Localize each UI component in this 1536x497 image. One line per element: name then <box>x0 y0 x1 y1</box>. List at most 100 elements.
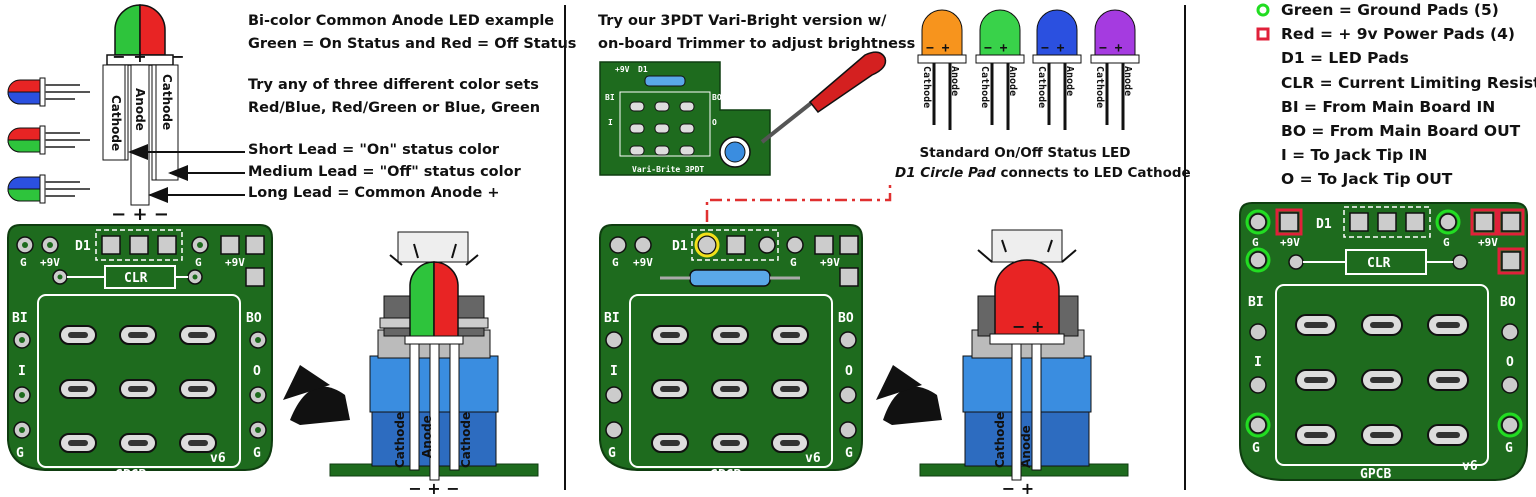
led-blue-cathode: Cathode <box>1036 66 1047 108</box>
led-orange <box>917 9 967 130</box>
pcb1-i: I <box>18 364 26 379</box>
panel2-header-line1: Try our 3PDT Vari-Bright version w/ <box>598 13 887 29</box>
footswitch-2 <box>919 229 1129 481</box>
led-blue <box>1032 9 1082 130</box>
pcb-board-1 <box>7 224 273 471</box>
panel2-header-line2: on-board Trimmer to adjust brightness <box>598 36 916 52</box>
pcb2-g-bottom-right: G <box>845 446 853 461</box>
pcb3-d1: D1 <box>1316 217 1332 232</box>
varibrite-mini-board <box>599 61 771 176</box>
pcb1-ver: v6 <box>210 451 226 466</box>
long-lead-text: Long Lead = Common Anode + <box>248 185 500 201</box>
panel2-header: Try our 3PDT Vari-Bright version w/ on-b… <box>598 10 915 56</box>
pcb3-9v-right: +9V <box>1478 236 1498 249</box>
panel1-leads: Short Lead = "On" status color Medium Le… <box>248 140 521 205</box>
led-purple <box>1090 9 1140 130</box>
pcb1-g-left: G <box>20 256 27 269</box>
pcb2-o: O <box>845 364 853 379</box>
fs2-anode: Anode <box>1019 425 1033 468</box>
pcb1-9v-left: +9V <box>40 256 60 269</box>
pcb3-name: GPCB <box>1360 467 1391 482</box>
svg-text:− +: − + <box>1012 317 1044 336</box>
d1-connector-dash <box>705 180 892 222</box>
fs2-polarity: − + <box>1002 479 1034 497</box>
led-orange-anode: Anode <box>949 66 960 96</box>
pcb2-bo: BO <box>838 311 854 326</box>
panel1-color-sets-line2: Red/Blue, Red/Green or Blue, Green <box>248 100 541 116</box>
fs1-polarity: − + − <box>408 479 459 497</box>
pcb2-bi: BI <box>604 311 620 326</box>
pcb3-bi: BI <box>1248 295 1264 310</box>
mini-9v: +9V <box>615 65 630 74</box>
led-minus-right: − <box>171 47 184 66</box>
led-green-anode: Anode <box>1007 66 1018 96</box>
pcb3-o: O <box>1506 355 1514 370</box>
rotate-arrow-1 <box>290 386 350 425</box>
led-cathode-right-label: Cathode <box>160 74 174 130</box>
side-led-red-blue <box>7 77 90 107</box>
pcb1-clr: CLR <box>124 271 148 286</box>
pcb3-g-bottom-right: G <box>1505 441 1513 456</box>
pcb2-i: I <box>610 364 618 379</box>
svg-text:− +: − + <box>984 41 1008 56</box>
color-leds <box>917 9 1140 130</box>
fs2-cathode: Cathode <box>993 412 1007 468</box>
pcb1-bi: BI <box>12 311 28 326</box>
pcb2-g-bottom-left: G <box>608 446 616 461</box>
pcb-board-3 <box>1239 202 1528 481</box>
pcb1-g-bottom-right: G <box>253 446 261 461</box>
legend-item-power: Red = + 9v Power Pads (4) <box>1281 25 1515 44</box>
d1-circle-pad-text: D1 Circle Pad <box>895 165 996 181</box>
pcb2-ver: v6 <box>805 451 821 466</box>
pcb1-name: GPCB <box>115 468 146 483</box>
pcb3-i: I <box>1254 355 1262 370</box>
mini-i: I <box>608 118 613 127</box>
svg-text:− +: − + <box>926 41 950 56</box>
pcb1-g-right: G <box>195 256 202 269</box>
medium-lead-text: Medium Lead = "Off" status color <box>248 163 521 180</box>
mini-bo: BO <box>712 93 722 102</box>
legend-item-bi: BI = From Main Board IN <box>1281 97 1496 116</box>
legend-green-ring-icon <box>1256 3 1270 17</box>
mini-name: Vari-Brite 3PDT <box>632 164 704 174</box>
pcb2-labels: D1 G +9V G +9V BI BO I O G G GPCB v6 <box>604 239 854 483</box>
led-plus: + <box>133 47 146 66</box>
legend-red-square-icon <box>1256 27 1270 41</box>
rotate-arrow-2 <box>883 386 942 425</box>
legend-item-o: O = To Jack Tip OUT <box>1281 170 1453 189</box>
pcb1-g-bottom-left: G <box>16 446 24 461</box>
panel1-header-line1: Bi-color Common Anode LED example <box>248 13 555 29</box>
mini-o: O <box>712 118 717 127</box>
pcb1-d1: D1 <box>75 239 91 254</box>
connects-cathode-text: connects to LED Cathode <box>995 165 1191 181</box>
screwdriver-icon <box>760 51 887 144</box>
pcb-board-2 <box>599 224 863 471</box>
status-led-line2: D1 Circle Pad connects to LED Cathode <box>895 163 1191 183</box>
led-green <box>975 9 1025 130</box>
pcb3-g-right: G <box>1443 236 1450 249</box>
pcb3-bo: BO <box>1500 295 1516 310</box>
pcb2-g-left: G <box>612 256 619 269</box>
legend-item-clr: CLR = Current Limiting Resistor <box>1281 73 1536 92</box>
led-polarity: − + − <box>111 204 169 225</box>
pcb3-ver: v6 <box>1462 459 1478 474</box>
status-led-note: Standard On/Off Status LED D1 Circle Pad… <box>895 143 1191 183</box>
footswitch-1 <box>329 231 539 481</box>
pcb3-g-left: G <box>1252 236 1259 249</box>
panel1-color-sets: Try any of three different color sets Re… <box>248 74 540 120</box>
svg-text:− +: − + <box>1099 41 1123 56</box>
legend-item-i: I = To Jack Tip IN <box>1281 146 1428 165</box>
led-purple-anode: Anode <box>1122 66 1133 96</box>
legend-item-d1: D1 = LED Pads <box>1281 49 1409 68</box>
short-lead-text: Short Lead = "On" status color <box>248 142 500 158</box>
pcb3-g-bottom-left: G <box>1252 441 1260 456</box>
pcb2-9v-left: +9V <box>633 256 653 269</box>
pcb3-9v-left: +9V <box>1280 236 1300 249</box>
svg-text:− +: − + <box>1041 41 1065 56</box>
fs1-cathode-right: Cathode <box>459 412 473 468</box>
led-minus-left: − <box>112 47 125 66</box>
led-blue-anode: Anode <box>1064 66 1075 96</box>
pcb1-o: O <box>253 364 261 379</box>
